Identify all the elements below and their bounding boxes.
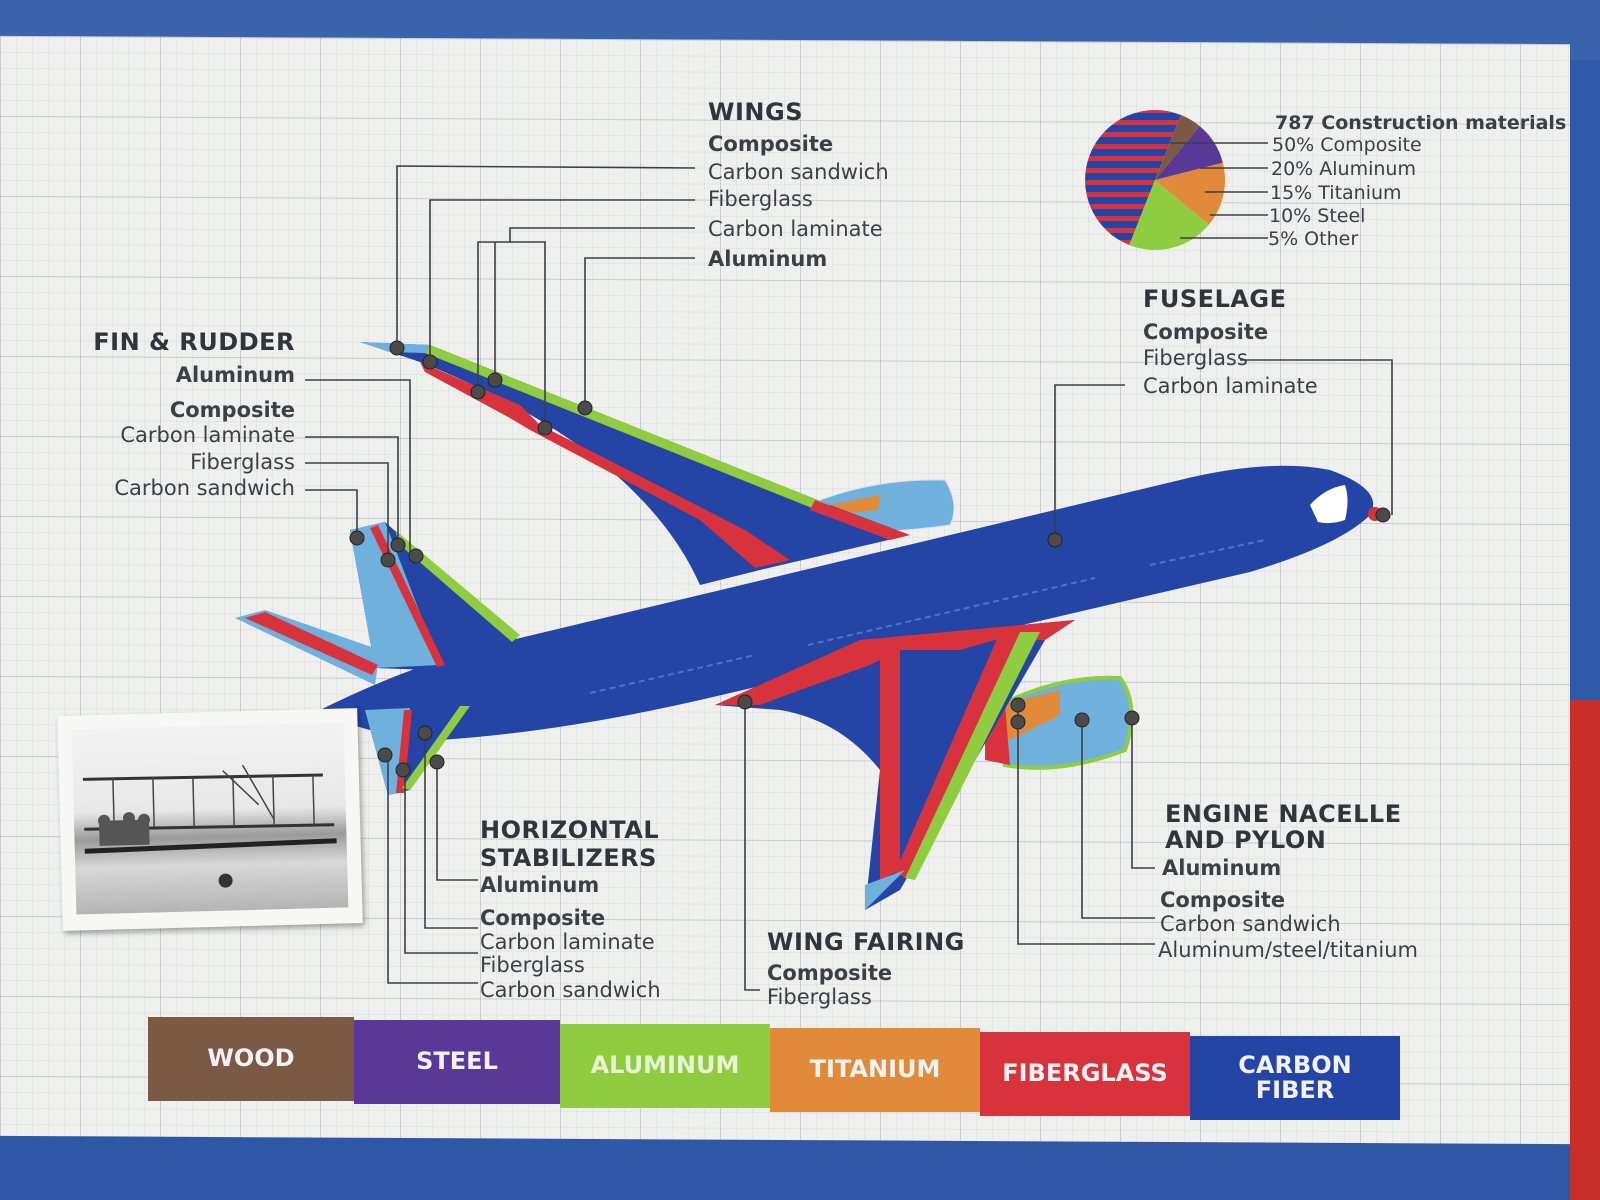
- materials-pie-chart: [1085, 110, 1268, 250]
- legend-wood-label: WOOD: [207, 1046, 294, 1071]
- wings-aluminum-label: Aluminum: [708, 249, 827, 270]
- pie-label-steel: 10% Steel: [1269, 207, 1365, 226]
- horizontal-stabilizers-title-line1: HORIZONTAL: [480, 818, 659, 842]
- horizontal-stabilizers-fiberglass-label: Fiberglass: [480, 955, 585, 976]
- horizontal-stabilizers-carbon-sandwich-label: Carbon sandwich: [480, 980, 661, 1001]
- pie-label-titanium: 15% Titanium: [1270, 184, 1402, 203]
- horizontal-stabilizers-carbon-laminate-label: Carbon laminate: [480, 932, 655, 953]
- legend-titanium-label: TITANIUM: [810, 1057, 941, 1082]
- fuselage-title: FUSELAGE: [1143, 287, 1287, 311]
- engine-nacelle-composite-label: Composite: [1160, 890, 1285, 911]
- fuselage-fiberglass-label: Fiberglass: [1143, 348, 1248, 369]
- fuselage-composite-label: Composite: [1143, 322, 1268, 343]
- wing-fairing-fiberglass-label: Fiberglass: [767, 987, 872, 1008]
- legend-fiberglass: FIBERGLASS: [980, 1032, 1190, 1116]
- fin-rudder-aluminum-label: Aluminum: [176, 365, 295, 386]
- pie-label-composite: 50% Composite: [1272, 136, 1422, 155]
- legend-steel: STEEL: [354, 1020, 560, 1104]
- engine-nacelle-carbon-sandwich-label: Carbon sandwich: [1160, 914, 1341, 935]
- pie-label-other: 5% Other: [1268, 230, 1358, 249]
- engine-nacelle-aluminum-label: Aluminum: [1162, 858, 1281, 879]
- legend-wood: WOOD: [148, 1017, 354, 1101]
- horizontal-stabilizers-aluminum-label: Aluminum: [480, 875, 599, 896]
- legend-aluminum-label: ALUMINUM: [591, 1053, 740, 1078]
- fin-rudder-composite-label: Composite: [170, 400, 295, 421]
- wings-composite-label: Composite: [708, 134, 833, 155]
- engine-nacelle-title-line1: ENGINE NACELLE: [1165, 802, 1402, 826]
- legend-carbon-fiber: CARBON FIBER: [1190, 1036, 1400, 1120]
- wings-carbon-laminate-label: Carbon laminate: [708, 219, 883, 240]
- biplane-icon: [72, 722, 349, 914]
- historic-biplane-photo: [57, 708, 363, 931]
- horizontal-stabilizers-title-line2: STABILIZERS: [480, 846, 657, 870]
- pie-title: 787 Construction materials: [1275, 114, 1566, 133]
- fin-rudder-fiberglass-label: Fiberglass: [190, 452, 295, 473]
- engine-nacelle-metals-label: Aluminum/steel/titanium: [1158, 940, 1418, 961]
- wings-title: WINGS: [708, 100, 803, 124]
- legend-titanium: TITANIUM: [770, 1028, 980, 1112]
- wings-carbon-sandwich-label: Carbon sandwich: [708, 162, 889, 183]
- engine-nacelle-title-line2: AND PYLON: [1165, 828, 1326, 852]
- wings-fiberglass-label: Fiberglass: [708, 189, 813, 210]
- fin-rudder-carbon-laminate-label: Carbon laminate: [120, 425, 295, 446]
- fin-rudder-carbon-sandwich-label: Carbon sandwich: [114, 478, 295, 499]
- horizontal-stabilizers-composite-label: Composite: [480, 908, 605, 929]
- legend-aluminum: ALUMINUM: [560, 1024, 770, 1108]
- wing-fairing-title: WING FAIRING: [767, 930, 965, 954]
- legend-steel-label: STEEL: [416, 1049, 498, 1074]
- fuselage-carbon-laminate-label: Carbon laminate: [1143, 376, 1318, 397]
- legend-fiberglass-label: FIBERGLASS: [1002, 1061, 1168, 1086]
- wing-fairing-composite-label: Composite: [767, 963, 892, 984]
- fin-rudder-title: FIN & RUDDER: [93, 330, 295, 354]
- legend-carbon-fiber-label: CARBON FIBER: [1230, 1053, 1360, 1103]
- pie-label-aluminum: 20% Aluminum: [1271, 160, 1416, 179]
